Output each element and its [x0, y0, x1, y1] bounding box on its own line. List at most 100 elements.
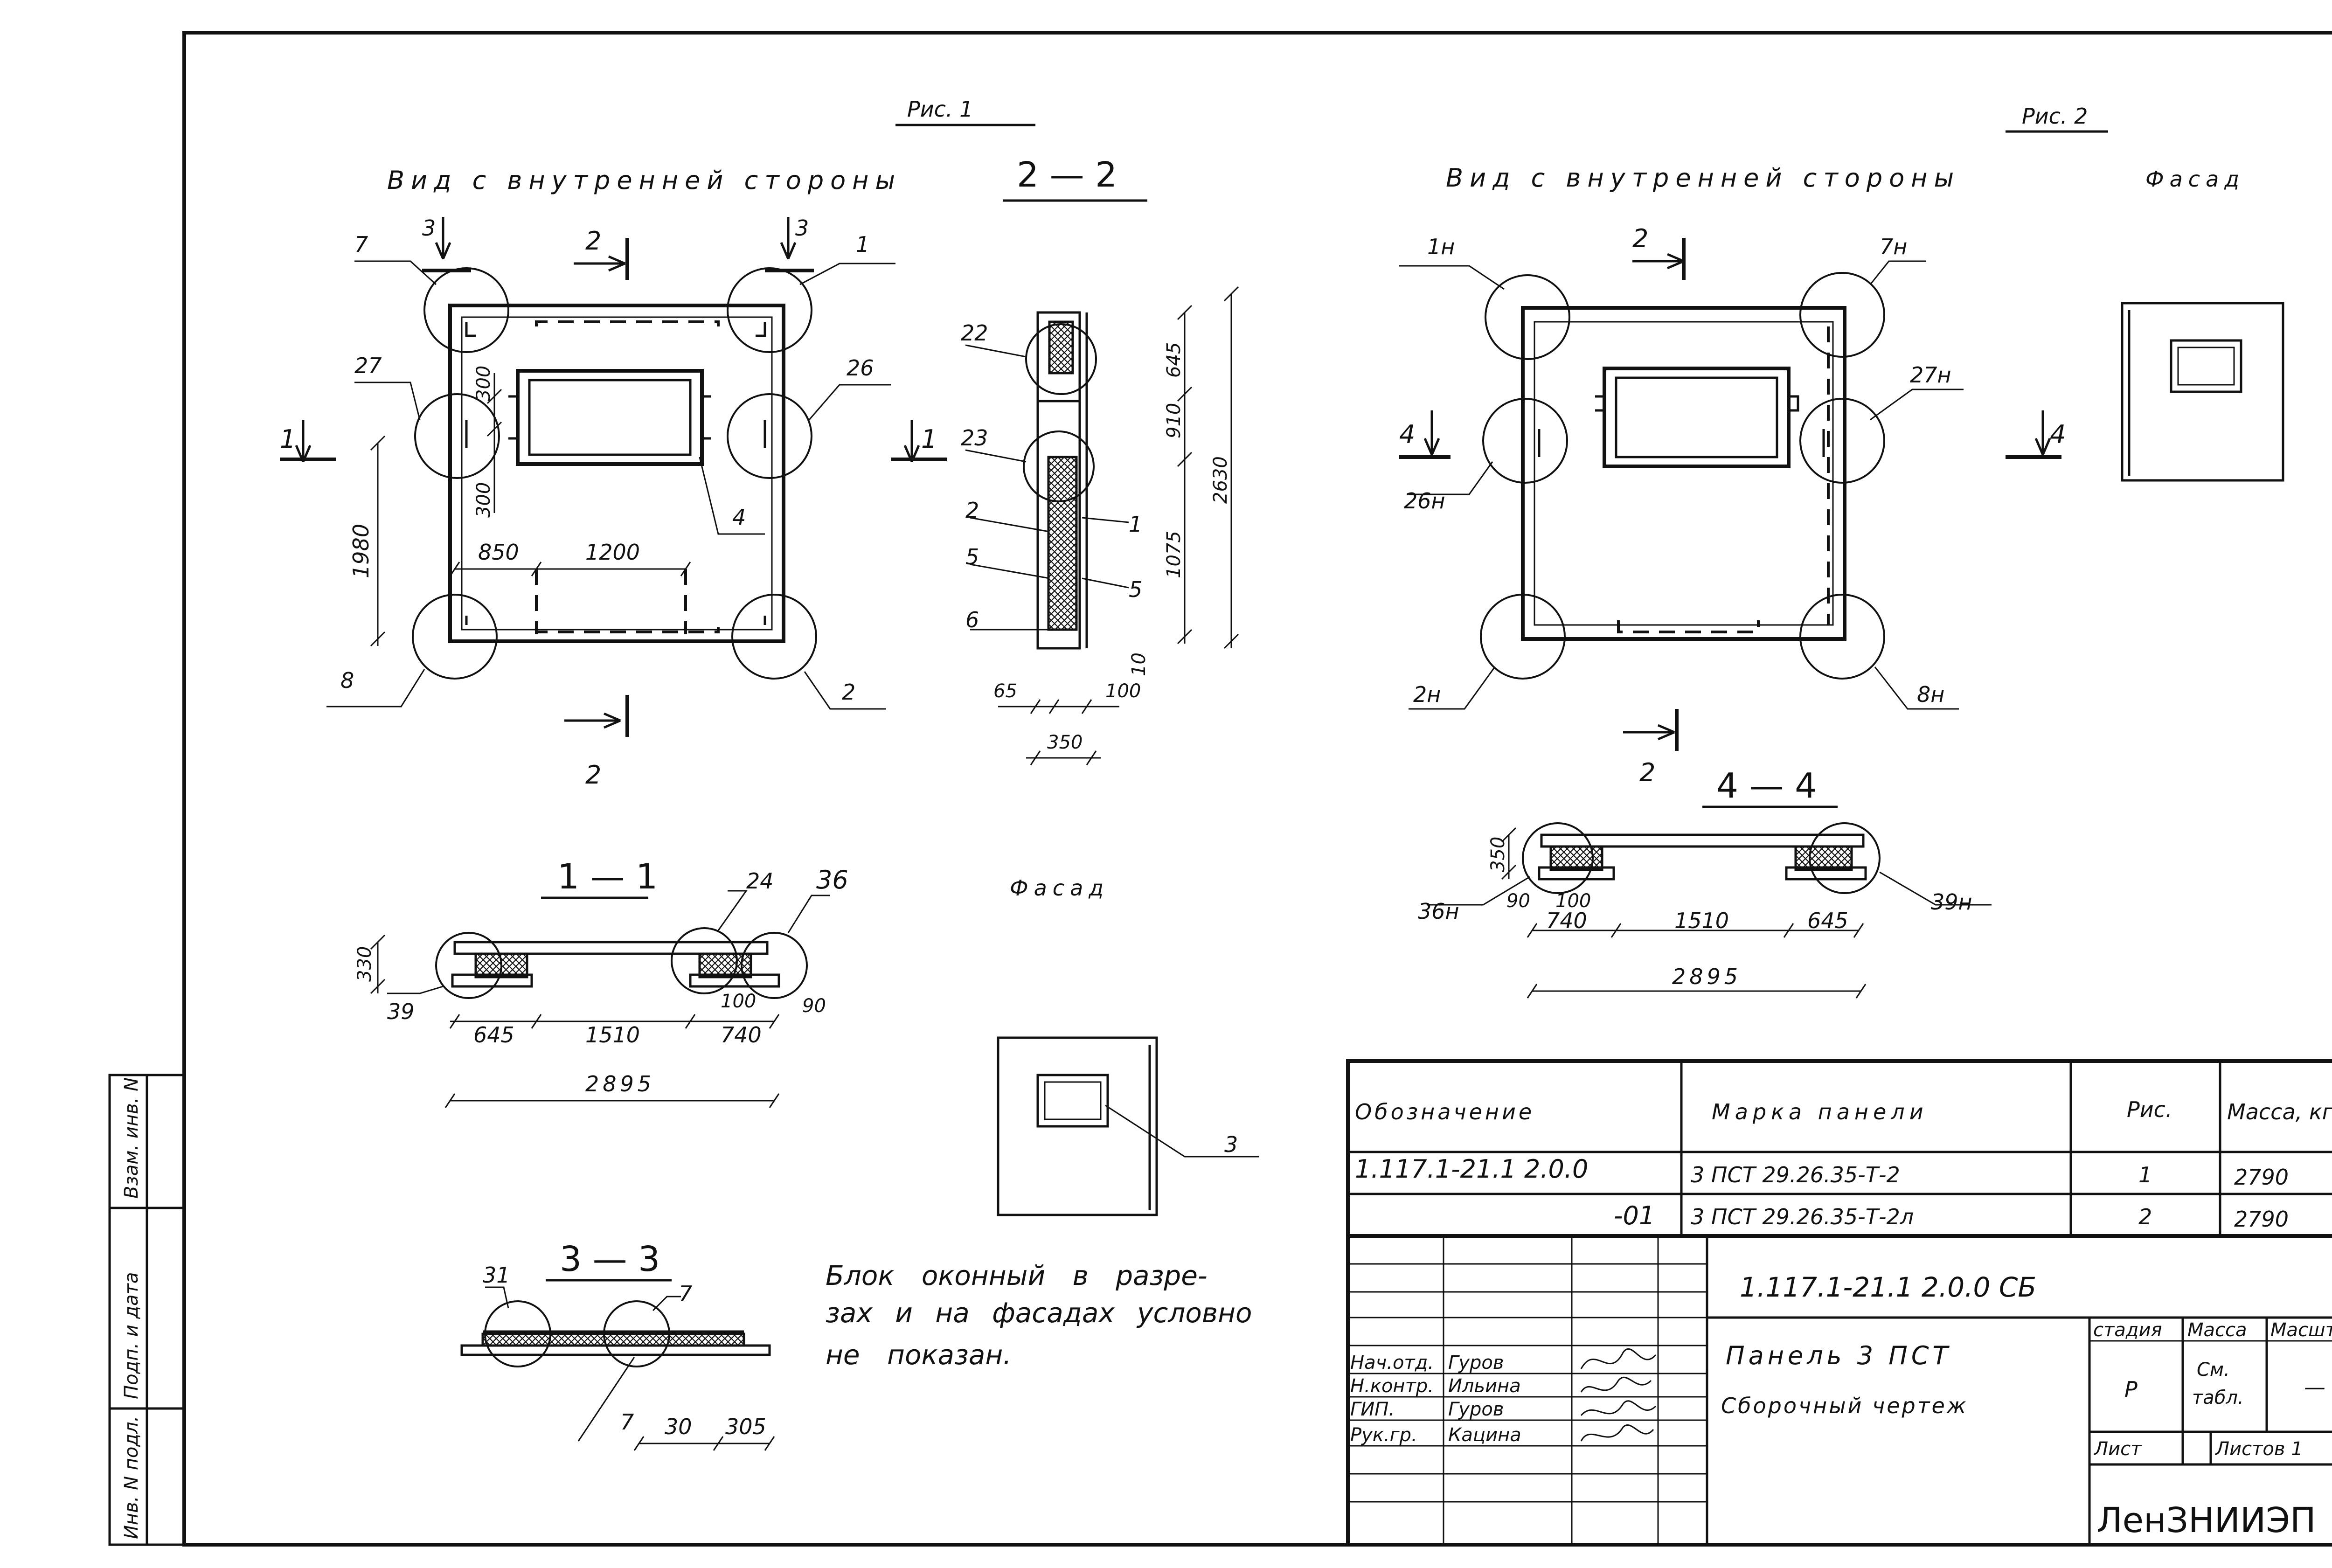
callout-8: 8	[340, 668, 354, 693]
detail-circle-23	[1023, 430, 1095, 502]
callout-7: 7	[354, 232, 368, 257]
signature-3	[1580, 1400, 1657, 1416]
fig2-callout-26n: 26н	[1404, 488, 1445, 513]
dim-1200: 1200	[585, 540, 640, 565]
title-scale: —	[2304, 1374, 2325, 1400]
section-44-title: 4 — 4	[1716, 766, 1817, 806]
spec-row1-mass: 2790	[2234, 1165, 2289, 1190]
section-dim-2630: 2630	[1210, 456, 1231, 504]
fig2-inner-view: Рис. 2 Вид с внутренней стороны Фасад 1н…	[1399, 104, 2284, 787]
section33-dim-305: 305	[725, 1414, 766, 1439]
fig2-cut-2-top: 2	[1632, 224, 1648, 253]
dim-300-bottom: 300	[473, 482, 494, 518]
section11-dim-1510: 1510	[585, 1022, 640, 1048]
fig2-window-outer	[1603, 367, 1791, 468]
spec-header-mark: Марка панели	[1712, 1099, 1928, 1124]
spec-row1-mark: 3 ПСТ 29.26.35-Т-2	[1691, 1162, 1900, 1187]
section44-callout-36n: 36н	[1418, 899, 1459, 924]
section33-callout-7b: 7	[620, 1409, 634, 1435]
fig2-caption: Рис. 2	[2022, 104, 2088, 129]
title-mass-2: табл.	[2192, 1387, 2244, 1408]
fig1-facade-callout-3: 3	[1224, 1132, 1238, 1157]
section11-dim-330: 330	[354, 946, 375, 982]
fig1-caption: Рис. 1	[907, 97, 973, 122]
section-dim-350: 350	[1047, 732, 1083, 753]
section-22-body	[1036, 311, 1081, 650]
section-dim-910: 910	[1163, 403, 1185, 438]
cut-mark-1-left: 1	[280, 424, 296, 454]
title-mass-header: Масса	[2187, 1319, 2247, 1341]
note-line-2: зах и на фасадах условно	[826, 1297, 1252, 1329]
callout-4: 4	[732, 505, 746, 530]
spec-table: Обозначение Марка панели Рис. Масса, кг …	[1346, 1059, 2332, 1238]
section11-dim-90: 90	[802, 995, 826, 1017]
fig2-facade-label: Фасад	[2145, 167, 2245, 192]
dim-1980: 1980	[348, 524, 374, 578]
fig2-cut-4-right: 4	[2050, 420, 2066, 449]
section44-callout-39n: 39н	[1931, 889, 1972, 915]
callout-1: 1	[856, 232, 869, 257]
section11-dim-2895: 2895	[585, 1071, 655, 1096]
section-11-title: 1 — 1	[557, 857, 658, 897]
section44-dim-1510: 1510	[1674, 908, 1729, 933]
signer-role-2: Н.контр.	[1350, 1375, 1434, 1397]
dim-300-top: 300	[473, 366, 494, 401]
detail-circle-31	[484, 1300, 551, 1367]
title-block: 1.117.1-21.1 2.0.0 СБ Панель 3 ПСТ Сборо…	[1346, 1234, 2332, 1547]
section-33-title: 3 — 3	[560, 1239, 660, 1279]
spec-row2-fig: 2	[2138, 1204, 2152, 1229]
callout-2: 2	[842, 680, 855, 705]
detail-circle-7	[423, 267, 509, 353]
section-dim-10: 10	[1128, 652, 1150, 676]
fig2-callout-8n: 8н	[1917, 682, 1944, 707]
side-stamp-replace: Взам. инв. N	[121, 1077, 142, 1199]
spec-row1-fig: 1	[2138, 1162, 2152, 1187]
fig2-callout-1n: 1н	[1427, 234, 1455, 259]
title-scale-header: Масштаб	[2270, 1319, 2332, 1341]
note-line-1: Блок оконный в разре-	[826, 1260, 1208, 1291]
signature-1	[1580, 1348, 1657, 1369]
fig1-facade-label: Фасад	[1010, 875, 1109, 901]
sheet-frame: Инв. N подл. Подп. и дата Взам. инв. N	[108, 31, 2332, 1547]
fig2-callout-27n: 27н	[1910, 362, 1951, 388]
section-callout-5a: 5	[965, 544, 979, 569]
cut-mark-3-left: 3	[422, 215, 436, 241]
fig2-cut-2-bottom: 2	[1639, 758, 1655, 787]
signer-role-1: Нач.отд.	[1350, 1352, 1434, 1374]
detail-circle-2n	[1480, 594, 1566, 680]
fig1-view-title: Вид с внутренней стороны	[387, 166, 902, 195]
note-line-3: не показан.	[826, 1339, 1012, 1371]
detail-circle-8	[412, 594, 498, 680]
title-name-1: Панель 3 ПСТ	[1726, 1341, 1952, 1370]
section33-callout-7a: 7	[679, 1281, 692, 1306]
title-code: 1.117.1-21.1 2.0.0 СБ	[1740, 1271, 2036, 1303]
section-2-2: 2 — 2 22 23 2 5 6 1 5 645 910 1075 2630 …	[961, 155, 1239, 765]
detail-circle-7n	[1799, 272, 1885, 358]
section-dim-65: 65	[993, 680, 1017, 702]
detail-circle-2	[731, 594, 817, 680]
signer-name-1: Гуров	[1448, 1352, 1504, 1374]
section-dim-1075: 1075	[1163, 531, 1185, 578]
detail-circle-24	[671, 927, 738, 994]
spec-row2-mass: 2790	[2234, 1207, 2289, 1232]
title-sheet: Лист	[2093, 1438, 2142, 1460]
section33-callout-31: 31	[483, 1263, 510, 1288]
dim-850: 850	[478, 540, 519, 565]
title-mass-1: См.	[2197, 1359, 2230, 1381]
section11-dim-740: 740	[721, 1022, 762, 1048]
fig1-inner-view: Рис. 1 Вид с внутренней стороны 7 1 27 2…	[280, 97, 1035, 790]
section-callout-1: 1	[1129, 512, 1142, 537]
spec-row1-designation: 1.117.1-21.1 2.0.0	[1355, 1154, 1588, 1184]
detail-circle-36	[741, 932, 808, 999]
fig1-facade-panel	[997, 1036, 1158, 1216]
fig2-callout-7n: 7н	[1880, 234, 1907, 259]
section11-dim-100: 100	[721, 991, 756, 1012]
section-dim-645: 645	[1163, 342, 1185, 378]
spec-row2-designation: -01	[1614, 1201, 1655, 1230]
section11-callout-36: 36	[816, 865, 848, 895]
fig2-callout-2n: 2н	[1413, 682, 1441, 707]
section33-dim-30: 30	[665, 1414, 692, 1439]
section-callout-23: 23	[961, 425, 988, 451]
cut-mark-1-right: 1	[921, 424, 937, 454]
